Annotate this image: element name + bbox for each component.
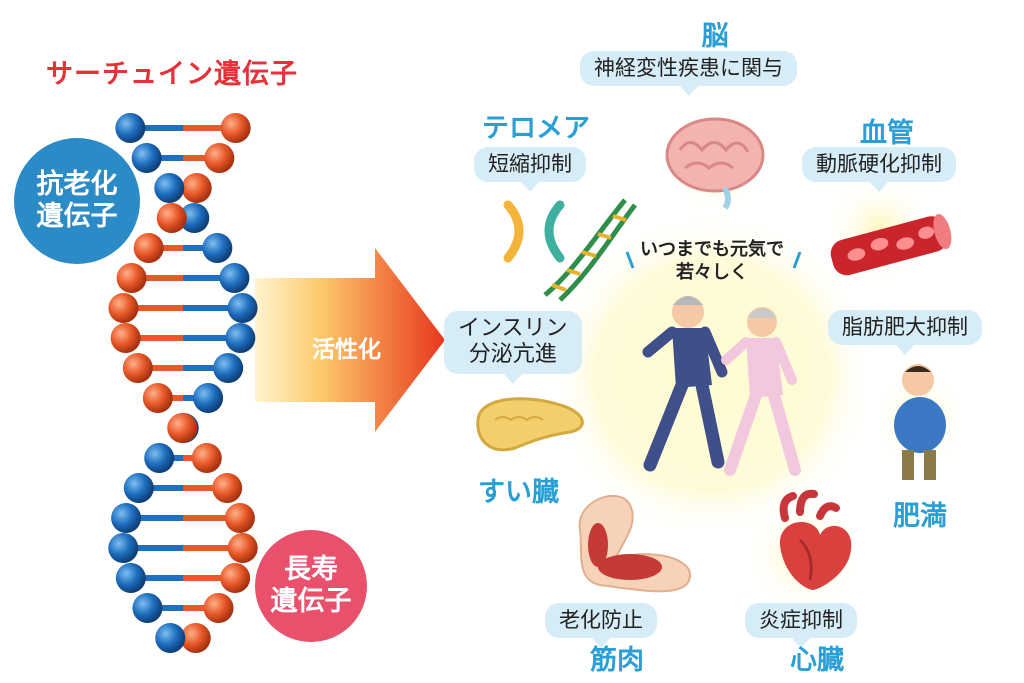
dna-base-blue: [115, 113, 146, 143]
pancreas-effect-line-1: インスリン: [458, 316, 568, 341]
pancreas-icon: [476, 397, 584, 452]
dna-base-blue: [225, 323, 256, 353]
dna-base-orange: [167, 413, 198, 443]
dna-base-orange: [142, 383, 173, 413]
dna-base-orange: [227, 533, 258, 563]
muscle-effect-bubble: 老化防止: [545, 603, 657, 649]
obese-man-icon: [894, 364, 946, 480]
dna-base-orange: [212, 473, 243, 503]
blood-vessel-icon: [830, 213, 952, 276]
dna-base-orange: [180, 623, 211, 653]
antiaging-gene-circle: 抗老化 遺伝子: [14, 138, 140, 264]
telomere-category: テロメア: [482, 113, 590, 144]
dna-base-orange: [191, 443, 222, 473]
center-caption-line-2: 若々しく: [676, 262, 748, 284]
dna-base-blue: [193, 383, 224, 413]
dna-base-blue: [111, 503, 142, 533]
activation-arrow: [255, 248, 445, 432]
longevity-line-1: 長寿: [284, 554, 338, 586]
brain-icon: [665, 117, 765, 210]
muscle-category: 筋肉: [590, 645, 644, 676]
dna-helix: [108, 113, 258, 653]
dna-base-blue: [202, 233, 233, 263]
dna-base-orange: [108, 293, 139, 323]
dna-base-blue: [132, 593, 163, 623]
vessel-effect-bubble: 動脈硬化抑制: [802, 147, 956, 193]
dna-base-orange: [220, 563, 251, 593]
antiaging-line-1: 抗老化: [36, 169, 118, 201]
dna-base-blue: [115, 563, 146, 593]
muscle-arm-icon: [578, 495, 692, 593]
brain-category: 脳: [701, 21, 729, 52]
pancreas-effect-bubble: インスリン 分泌亢進: [444, 311, 582, 384]
obesity-category: 肥満: [893, 501, 947, 532]
telomere-effect-bubble: 短縮抑制: [474, 147, 586, 193]
vessel-category: 血管: [860, 118, 914, 149]
dna-base-blue: [219, 263, 250, 293]
dna-base-blue: [123, 473, 154, 503]
dna-base-blue: [213, 353, 244, 383]
dna-base-blue: [154, 173, 185, 203]
dna-base-orange: [116, 263, 147, 293]
dna-base-blue: [144, 443, 175, 473]
dna-base-blue: [155, 623, 186, 653]
dna-base-orange: [181, 173, 212, 203]
dna-base-blue: [227, 293, 258, 323]
dna-base-orange: [204, 143, 235, 173]
sirtuin-gene-title: サーチュイン遺伝子: [46, 59, 298, 90]
dna-base-blue: [108, 533, 139, 563]
dna-base-blue: [131, 143, 162, 173]
heart-icon: [779, 489, 852, 590]
dna-base-orange: [122, 353, 153, 383]
heart-category: 心臓: [790, 645, 844, 676]
activation-label: 活性化: [312, 337, 381, 363]
dna-base-orange: [156, 203, 187, 233]
antiaging-line-2: 遺伝子: [36, 201, 118, 232]
dna-base-orange: [110, 323, 141, 353]
obesity-effect-bubble: 脂肪肥大抑制: [828, 310, 982, 356]
telomere-dna-icon: [503, 198, 637, 302]
center-caption-line-1: いつまでも元気で: [640, 239, 784, 260]
walking-elderly-couple: [642, 296, 801, 476]
brain-effect-bubble: 神経変性疾患に関与: [580, 51, 797, 97]
longevity-gene-circle: 長寿 遺伝子: [255, 530, 367, 642]
heart-effect-bubble: 炎症抑制: [745, 603, 857, 649]
pancreas-effect-line-2: 分泌亢進: [468, 342, 557, 368]
pancreas-category: すい臓: [478, 477, 559, 508]
longevity-line-2: 遺伝子: [270, 586, 352, 617]
dna-base-blue: [179, 203, 210, 233]
dna-base-orange: [203, 593, 234, 623]
dna-base-orange: [224, 503, 255, 533]
dna-base-orange: [133, 233, 164, 263]
dna-base-orange: [220, 113, 251, 143]
center-caption: いつまでも元気で 若々しく: [636, 238, 788, 285]
